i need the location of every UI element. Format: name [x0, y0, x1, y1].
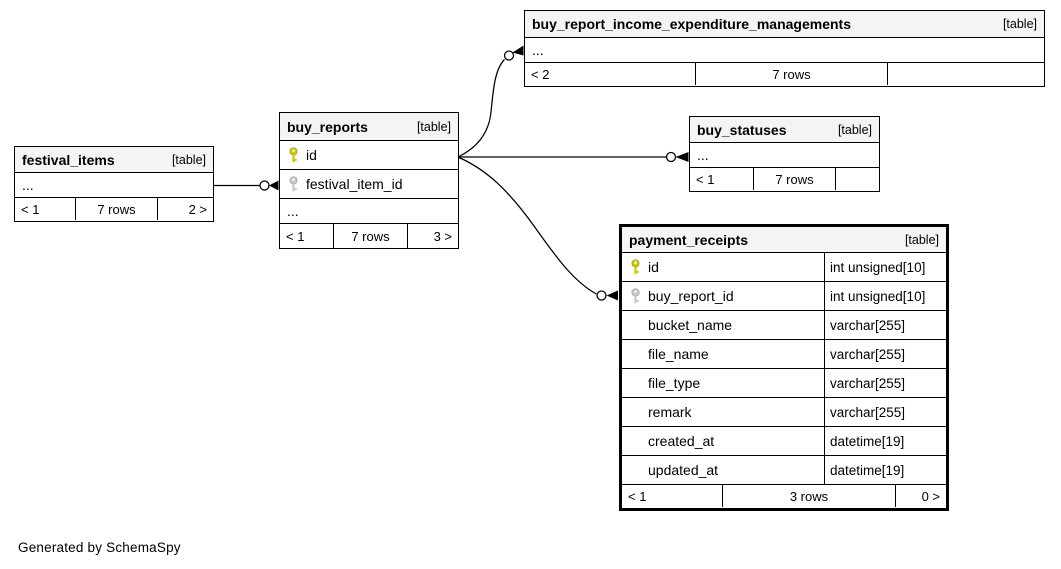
column-name: file_type [648, 375, 701, 391]
arrowhead-festival-item [269, 180, 279, 191]
column-type: int unsigned[10] [824, 253, 946, 281]
column-name: festival_item_id [306, 176, 403, 192]
foreign-key-icon [622, 288, 648, 304]
footer-children [836, 168, 879, 190]
table-row: file_name varchar[255] [622, 340, 946, 369]
footer-rowcount: 7 rows [334, 224, 408, 248]
column-name: buy_report_id [648, 288, 734, 304]
odot-buy-statuses [665, 151, 677, 163]
table-buy_report_income_expenditure_managements[interactable]: buy_report_income_expenditure_management… [524, 10, 1045, 87]
column-type: varchar[255] [824, 340, 946, 368]
table-row: ... [690, 143, 879, 168]
table-row: file_type varchar[255] [622, 369, 946, 398]
edge-buy_reports-payment_receipts [458, 156, 618, 301]
table-name[interactable]: festival_items [22, 151, 115, 168]
table-tag: [table] [171, 152, 206, 167]
table-name[interactable]: buy_reports [287, 118, 368, 135]
footer-parents: < 1 [280, 224, 334, 248]
column-type: varchar[255] [824, 369, 946, 397]
footer-parents: < 1 [15, 198, 76, 220]
table-row: remark varchar[255] [622, 398, 946, 427]
column-name: file_name [648, 346, 709, 362]
footer-parents: < 1 [622, 485, 723, 507]
generator-note: Generated by SchemaSpy [18, 540, 181, 555]
footer-rowcount: 7 rows [696, 63, 888, 85]
table-tag: [table] [904, 232, 939, 247]
foreign-key-icon [280, 176, 306, 192]
table-row: ... [280, 199, 458, 224]
column-name: id [306, 147, 317, 163]
column-name: id [648, 259, 659, 275]
table-header: payment_receipts [table] [622, 227, 946, 253]
table-festival_items[interactable]: festival_items [table] ... < 1 7 rows 2 … [14, 146, 214, 222]
table-header: festival_items [table] [15, 147, 213, 173]
edge-buy_reports-buy_statuses [459, 151, 689, 163]
column-name: remark [648, 404, 692, 420]
table-tag: [table] [1002, 17, 1037, 31]
column-type: varchar[255] [824, 311, 946, 339]
column-type: int unsigned[10] [824, 282, 946, 310]
table-row: id int unsigned[10] [622, 253, 946, 282]
footer-children: 2 > [188, 201, 207, 217]
footer-rowcount: 7 rows [76, 198, 158, 220]
table-row: updated_at datetime[19] [622, 456, 946, 485]
table-header: buy_report_income_expenditure_management… [525, 11, 1044, 38]
arrowhead-income-expenditure [512, 45, 524, 56]
table-row: bucket_name varchar[255] [622, 311, 946, 340]
table-row: festival_item_id [280, 170, 458, 199]
column-ellipsis: ... [532, 42, 544, 58]
footer-rowcount: 7 rows [754, 168, 836, 190]
footer-children: 3 > [433, 228, 452, 244]
edge-festival_items-buy_reports [214, 180, 279, 191]
column-type: datetime[19] [824, 427, 946, 455]
table-buy_reports[interactable]: buy_reports [table] id [279, 112, 459, 249]
column-name: created_at [648, 433, 715, 449]
table-row: ... [525, 38, 1044, 63]
column-ellipsis: ... [22, 177, 34, 193]
table-tag: [table] [837, 122, 872, 137]
footer-rowcount: 3 rows [723, 485, 896, 507]
table-name[interactable]: buy_report_income_expenditure_management… [532, 16, 851, 32]
primary-key-icon [280, 147, 306, 163]
table-footer: < 1 7 rows 2 > [15, 198, 213, 220]
table-tag: [table] [416, 119, 451, 134]
column-ellipsis: ... [287, 203, 299, 219]
table-row: ... [15, 173, 213, 198]
table-payment_receipts[interactable]: payment_receipts [table] id int unsigned… [619, 224, 949, 511]
table-footer: < 1 7 rows [690, 168, 879, 190]
table-footer: < 1 3 rows 0 > [622, 485, 946, 507]
column-type: datetime[19] [824, 456, 946, 484]
odot-payment-receipts [596, 290, 607, 301]
arrowhead-payment-receipts [606, 290, 618, 301]
odot-festival-item [259, 180, 270, 191]
table-buy_statuses[interactable]: buy_statuses [table] ... < 1 7 rows [689, 116, 880, 192]
column-type: varchar[255] [824, 398, 946, 426]
table-header: buy_statuses [table] [690, 117, 879, 143]
table-name[interactable]: payment_receipts [629, 231, 749, 248]
footer-parents: < 2 [525, 63, 696, 85]
column-ellipsis: ... [697, 147, 709, 163]
table-row: id [280, 141, 458, 170]
footer-children: 0 > [921, 488, 940, 504]
arrowhead-buy-statuses [675, 152, 689, 162]
footer-parents: < 1 [690, 168, 754, 190]
primary-key-icon [622, 259, 648, 275]
table-row: buy_report_id int unsigned[10] [622, 282, 946, 311]
footer-children [888, 63, 1044, 85]
table-footer: < 2 7 rows [525, 63, 1044, 85]
table-row: created_at datetime[19] [622, 427, 946, 456]
column-name: bucket_name [648, 317, 733, 333]
table-name[interactable]: buy_statuses [697, 121, 787, 138]
odot-income-expenditure [503, 50, 515, 61]
edge-buy_reports-income_expenditure [458, 45, 524, 158]
table-header: buy_reports [table] [280, 113, 458, 141]
table-footer: < 1 7 rows 3 > [280, 224, 458, 248]
column-name: updated_at [648, 462, 719, 478]
